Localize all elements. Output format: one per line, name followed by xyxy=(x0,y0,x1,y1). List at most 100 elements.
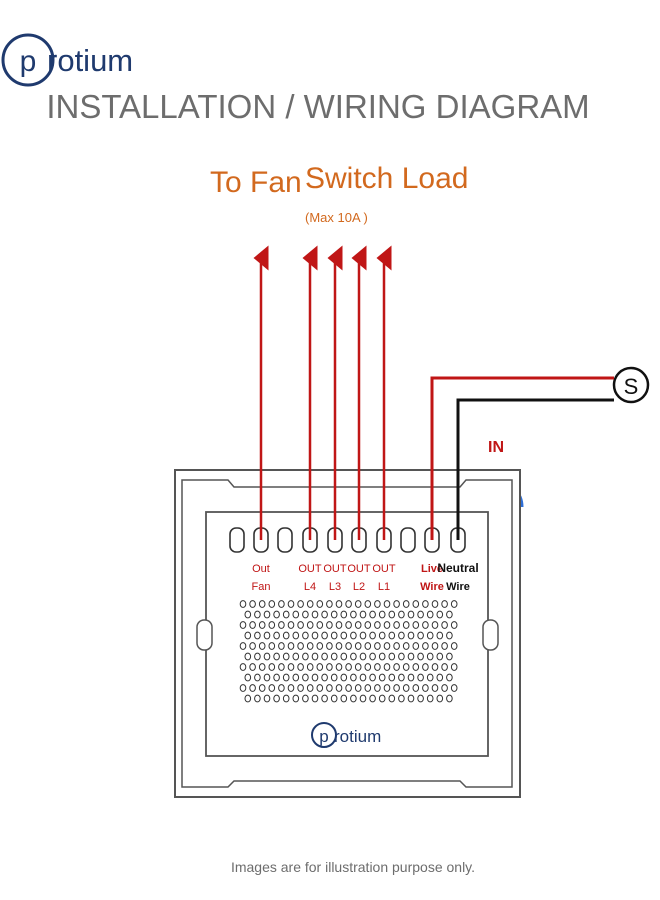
vent-hole xyxy=(306,642,314,650)
vent-hole xyxy=(426,610,434,619)
vent-hole xyxy=(364,642,372,650)
vent-hole xyxy=(441,642,448,650)
vent-hole xyxy=(249,621,256,629)
vent-hole xyxy=(345,663,352,671)
vent-hole xyxy=(326,684,333,692)
logo-wordmark: rotium xyxy=(47,43,133,78)
vent-hole xyxy=(345,600,352,608)
vent-hole xyxy=(393,621,400,629)
vent-hole xyxy=(244,610,252,619)
vent-hole xyxy=(335,663,343,671)
brand-logo: p rotium xyxy=(1,33,133,87)
vent-hole xyxy=(407,652,415,661)
vent-hole xyxy=(244,694,252,703)
vent-hole xyxy=(369,694,376,703)
vent-hole xyxy=(374,684,381,692)
vent-hole xyxy=(398,694,405,703)
vent-hole xyxy=(422,663,429,671)
vent-hole xyxy=(350,673,357,682)
vent-hole xyxy=(340,652,348,661)
vent-hole xyxy=(297,600,304,608)
vent-hole xyxy=(354,600,362,608)
vent-hole xyxy=(441,600,448,608)
vent-hole xyxy=(330,673,338,682)
vent-hole xyxy=(426,694,434,703)
vent-hole xyxy=(311,694,319,703)
vent-hole xyxy=(378,631,386,640)
plate-logo-wordmark: rotium xyxy=(334,727,381,746)
vent-hole xyxy=(393,642,400,650)
plate-logo: p rotium xyxy=(311,722,381,748)
vent-hole xyxy=(402,621,410,629)
vent-hole xyxy=(311,652,319,661)
vent-hole xyxy=(287,684,295,692)
plate-inner-panel xyxy=(205,511,489,757)
vent-hole xyxy=(258,642,266,650)
vent-hole xyxy=(364,600,372,608)
terminal-label-line1: OUT xyxy=(372,563,396,575)
terminal-label-line2: L4 xyxy=(304,581,316,593)
vent-hole xyxy=(374,621,381,629)
vent-hole xyxy=(297,642,304,650)
terminal-slot xyxy=(229,527,245,553)
terminal-label-line2: Wire xyxy=(446,581,470,593)
vent-hole xyxy=(393,663,400,671)
vent-hole xyxy=(450,684,458,692)
vent-hole xyxy=(350,610,357,619)
vent-hole xyxy=(374,642,381,650)
vent-hole xyxy=(388,694,396,703)
vent-hole xyxy=(422,642,429,650)
vent-hole xyxy=(249,642,256,650)
vent-hole xyxy=(422,684,429,692)
vent-hole xyxy=(450,642,458,650)
vent-hole xyxy=(278,642,285,650)
vent-hole xyxy=(374,663,381,671)
vent-hole xyxy=(378,610,386,619)
footer-disclaimer: Images are for illustration purpose only… xyxy=(231,859,475,875)
supply-circle xyxy=(612,366,650,404)
vent-hole xyxy=(321,673,328,682)
vent-hole xyxy=(263,631,271,640)
vent-hole xyxy=(282,610,290,619)
vent-hole xyxy=(412,600,420,608)
vent-hole xyxy=(249,600,256,608)
vent-hole xyxy=(426,652,434,661)
vent-hole xyxy=(273,694,280,703)
vent-hole xyxy=(273,652,280,661)
vent-hole xyxy=(287,663,295,671)
vent-hole xyxy=(364,621,372,629)
vent-hole xyxy=(388,673,396,682)
terminal-label-line1: Neutral xyxy=(437,561,478,575)
vent-hole xyxy=(364,684,372,692)
vent-hole xyxy=(326,600,333,608)
switch-load-label: Switch Load xyxy=(305,162,468,195)
vent-hole xyxy=(268,663,276,671)
vent-hole xyxy=(239,642,247,650)
vent-hole xyxy=(441,684,448,692)
vent-hole xyxy=(278,684,285,692)
vent-hole xyxy=(359,652,367,661)
vent-hole xyxy=(431,642,439,650)
vent-hole xyxy=(268,684,276,692)
vent-hole xyxy=(378,694,386,703)
terminal-label-line1: Out xyxy=(252,563,270,575)
vent-hole xyxy=(287,600,295,608)
vent-hole xyxy=(431,600,439,608)
vent-hole xyxy=(321,631,328,640)
vent-hole xyxy=(316,684,324,692)
vent-hole xyxy=(335,621,343,629)
vent-hole xyxy=(436,694,444,703)
vent-hole xyxy=(292,673,300,682)
vent-hole xyxy=(436,673,444,682)
vent-hole xyxy=(402,600,410,608)
vent-hole xyxy=(258,663,266,671)
vent-hole xyxy=(417,694,424,703)
vent-hole xyxy=(388,652,396,661)
vent-hole xyxy=(383,600,391,608)
vent-hole xyxy=(254,673,261,682)
vent-hole xyxy=(316,621,324,629)
vent-hole xyxy=(412,684,420,692)
vent-hole xyxy=(407,673,415,682)
